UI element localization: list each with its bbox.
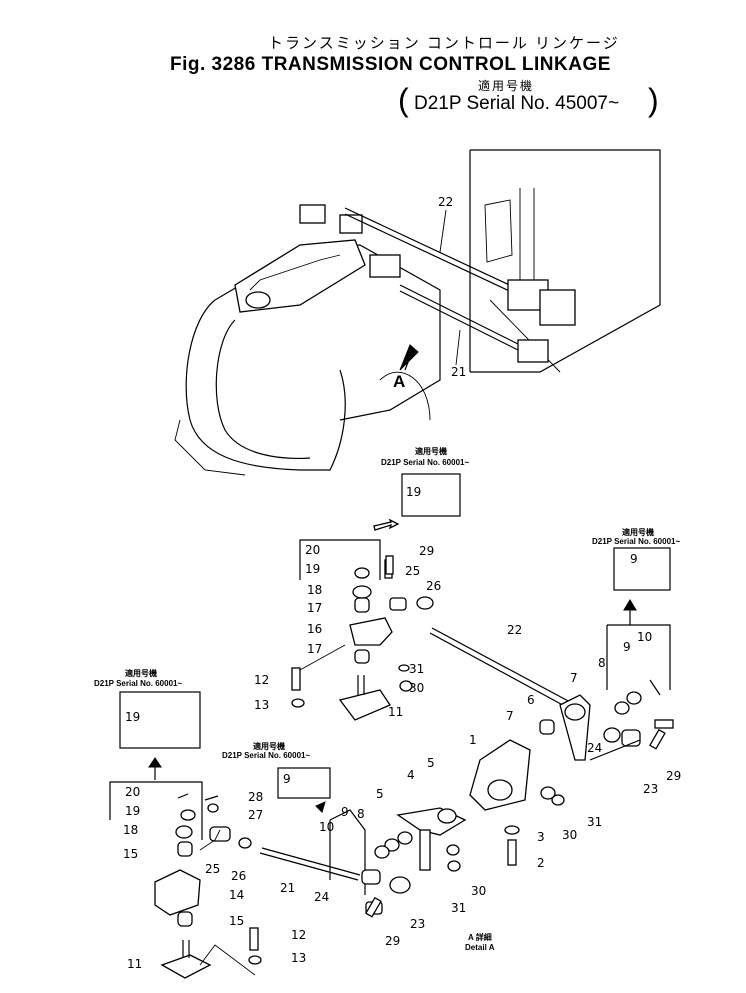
part-label-29-right: 29 [666,769,682,783]
part-label-25-upper: 25 [405,564,421,578]
part-label-3: 3 [537,830,545,844]
part-label-26-left: 26 [231,869,247,883]
part-label-2: 2 [537,856,545,870]
part-label-18-left: 18 [123,823,139,837]
part-label-13-upper: 13 [254,698,270,712]
part-label-13-lower: 13 [291,951,307,965]
part-label-1: 1 [469,733,477,747]
part-label-9-mid: 9 [341,805,349,819]
part-label-24-lower: 24 [314,890,330,904]
part-label-8-right: 8 [598,656,606,670]
callout-box-19-left [119,691,201,749]
part-label-31-upper: 31 [409,662,425,676]
part-label-30-right: 30 [562,828,578,842]
callout-serial-lower: D21P Serial No. 60001~ [222,751,311,760]
applicable-jp: 適用号機 [478,79,535,93]
part-label-5-mid: 5 [376,787,384,801]
control-rods-overview [344,207,576,363]
figure-title: Fig. 3286 TRANSMISSION CONTROL LINKAGE [170,54,611,75]
left-parenthesis: ( [398,82,409,118]
part-label-29-lower: 29 [385,934,401,948]
part-label-30-lower: 30 [471,884,487,898]
cabinet-outline [469,149,661,373]
part-label-29-upper: 29 [419,544,435,558]
part-label-11-upper: 11 [388,705,404,719]
part-label-15-left-bottom: 15 [229,914,245,928]
part-label-21-top: 21 [451,365,467,379]
part-label-7-top: 7 [570,671,578,685]
arrow-a-label: A [393,372,406,391]
part-label-19-leftbox: 19 [125,710,141,724]
callout-box-9-lower [277,767,331,799]
control-valve [234,204,401,313]
detail-en: Detail A [465,943,495,952]
part-label-20-upper: 20 [305,543,321,557]
right-parenthesis: ) [648,82,659,118]
part-label-8-mid: 8 [357,807,365,821]
part-label-24-right: 24 [587,741,603,755]
japanese-title: トランスミッション コントロール リンケージ [268,35,620,52]
part-label-10-mid: 10 [319,820,335,834]
part-label-21-lower: 21 [280,881,296,895]
part-label-9-lowerbox: 9 [283,772,291,786]
callout-serial-right: D21P Serial No. 60001~ [592,537,681,546]
part-label-25-left: 25 [205,862,221,876]
part-label-18-upper: 18 [307,583,323,597]
callout-jp-right: 適用号機 [622,528,654,537]
callout-box-9-right [613,547,671,591]
part-label-6: 6 [527,693,535,707]
part-label-4: 4 [407,768,415,782]
right-linkage-parts [539,679,674,806]
part-label-9-right: 9 [623,640,631,654]
part-label-16: 16 [307,622,323,636]
part-label-15-left-top: 15 [123,847,139,861]
part-label-22-lower: 22 [507,623,523,637]
callout-jp-left: 適用号機 [125,669,157,678]
part-label-20-left: 20 [125,785,141,799]
part-label-26-upper: 26 [426,579,442,593]
part-label-10-right: 10 [637,630,653,644]
part-label-23-right: 23 [643,782,659,796]
part-label-17-lower: 17 [307,642,323,656]
lever-parts [374,807,467,872]
part-label-17-upper: 17 [307,601,323,615]
part-label-23-lower: 23 [410,917,426,931]
part-label-30-upper: 30 [409,681,425,695]
bracket-part-1 [469,739,531,866]
callout-serial-upper: D21P Serial No. 60001~ [381,458,470,467]
part-label-31-lower: 31 [451,901,467,915]
callout-jp-lower: 適用号機 [253,742,285,751]
part-label-31-right: 31 [587,815,603,829]
part-label-5-top: 5 [427,756,435,770]
part-label-12-upper: 12 [254,673,270,687]
part-label-28: 28 [248,790,264,804]
callout-serial-left: D21P Serial No. 60001~ [94,679,183,688]
lower-left-parts [154,793,262,979]
part-label-7-mid: 7 [506,709,514,723]
callout-jp-upper: 適用号機 [415,447,447,456]
part-label-12-lower: 12 [291,928,307,942]
serial-range: D21P Serial No. 45007~ [414,93,620,114]
part-label-9-box: 9 [630,552,638,566]
part-label-11-lower: 11 [127,957,143,971]
part-label-27: 27 [248,808,264,822]
callout-box-19-upper [401,473,461,517]
part-label-19-upper: 19 [406,485,422,499]
part-label-19-mid: 19 [305,562,321,576]
part-label-19-left: 19 [125,804,141,818]
part-label-14: 14 [229,888,245,902]
part-label-22-top: 22 [438,195,454,209]
detail-jp: A 詳細 [468,933,492,942]
